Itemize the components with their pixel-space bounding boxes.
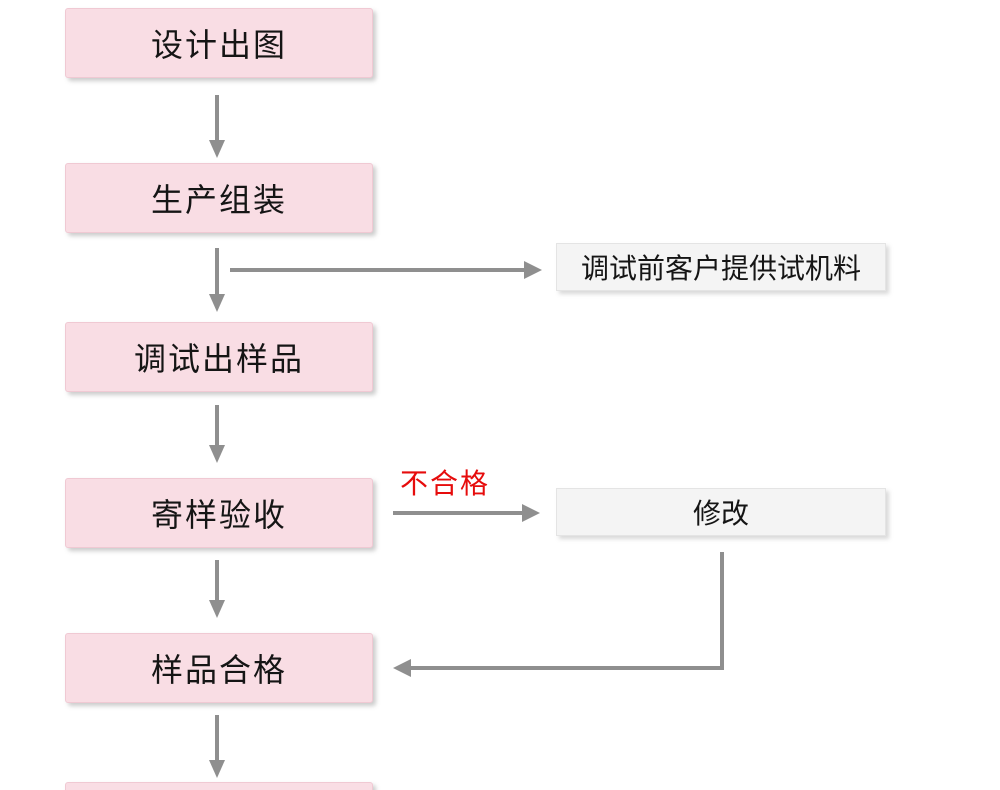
flow-node-label: 修改	[692, 498, 749, 529]
flow-node-label: 寄样验收	[150, 497, 287, 533]
arrow-line-assembly-to-debug	[215, 248, 219, 294]
flow-node-send-sample-acceptance: 寄样验收	[65, 478, 373, 548]
arrow-line-qualified-to-next	[215, 715, 219, 760]
flow-node-design-output: 设计出图	[65, 8, 373, 78]
arrowhead-right-icon	[524, 261, 542, 279]
flow-node-label: 设计出图	[150, 27, 287, 63]
arrowhead-down-icon	[209, 445, 225, 463]
arrow-line-debug-to-acceptance	[215, 405, 219, 445]
arrowhead-down-icon	[209, 294, 225, 312]
arrow-line-modify-to-qualified	[411, 666, 724, 670]
arrowhead-down-icon	[209, 600, 225, 618]
arrow-line-design-to-assembly	[215, 95, 219, 140]
flow-node-modify: 修改	[556, 488, 886, 536]
flow-node-label: 调试出样品	[133, 341, 304, 377]
flow-node-production-assembly: 生产组装	[65, 163, 373, 233]
flow-node-debug-sample: 调试出样品	[65, 322, 373, 392]
edge-label-fail: 不合格	[400, 468, 491, 499]
flow-node-sample-qualified: 样品合格	[65, 633, 373, 703]
flow-node-next-step-partial	[65, 782, 373, 790]
flow-node-label: 生产组装	[150, 182, 287, 218]
arrow-line-acceptance-to-qualified	[215, 560, 219, 600]
arrowhead-right-icon	[522, 504, 540, 522]
flow-node-trial-materials: 调试前客户提供试机料	[556, 243, 886, 291]
arrow-line-modify-down	[720, 552, 724, 668]
arrow-line-assembly-to-materials	[230, 268, 524, 272]
arrow-line-acceptance-to-modify	[393, 511, 522, 515]
flow-node-label: 样品合格	[150, 652, 287, 688]
arrowhead-down-icon	[209, 140, 225, 158]
flow-node-label: 调试前客户提供试机料	[580, 253, 861, 284]
arrowhead-down-icon	[209, 760, 225, 778]
arrowhead-left-icon	[393, 659, 411, 677]
